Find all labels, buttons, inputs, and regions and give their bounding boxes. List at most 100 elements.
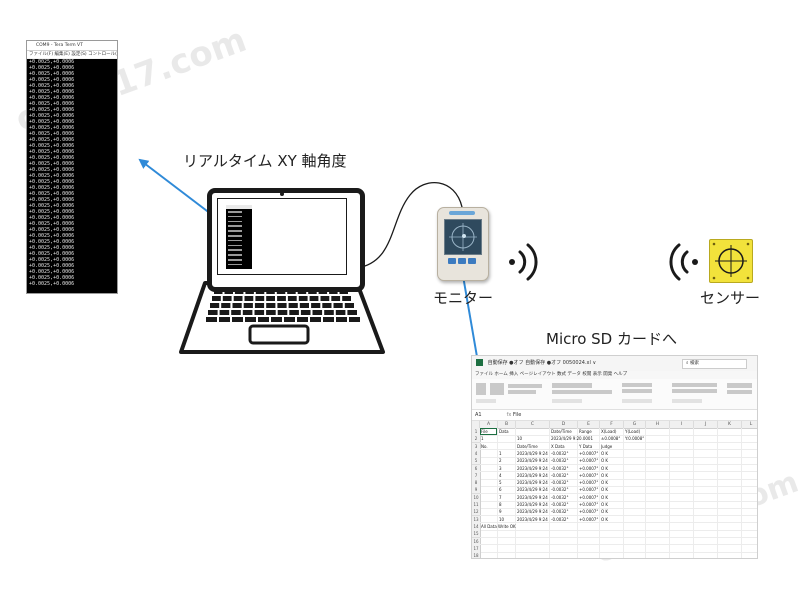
table-cell[interactable]: -0.0032°: [551, 487, 569, 493]
table-cell[interactable]: 3: [499, 465, 502, 471]
table-cell[interactable]: O K: [601, 487, 609, 493]
column-header[interactable]: G: [624, 421, 646, 429]
mini-terminal-line: [228, 235, 242, 237]
keyboard-key: [323, 317, 334, 322]
column-header[interactable]: D: [550, 421, 578, 429]
column-header[interactable]: F: [600, 421, 624, 429]
table-cell[interactable]: O K: [601, 465, 609, 471]
table-cell[interactable]: -0.0032°: [551, 502, 569, 507]
table-cell[interactable]: -0.0032°: [551, 516, 569, 522]
table-cell[interactable]: Y Data: [579, 443, 593, 449]
table-cell[interactable]: +0.0007°: [579, 458, 599, 464]
table-cell[interactable]: +0.0007°: [579, 450, 599, 456]
table-cell[interactable]: +0.0007°: [579, 480, 599, 486]
table-cell[interactable]: Y:0.0008°: [625, 436, 645, 442]
column-header[interactable]: J: [694, 421, 718, 429]
table-cell[interactable]: Date/Time: [517, 443, 538, 449]
table-cell[interactable]: 8: [499, 502, 502, 507]
mini-terminal-line: [228, 254, 242, 256]
table-cell[interactable]: Data: [499, 429, 509, 434]
table-cell[interactable]: 2023/4/29 9:24: [517, 458, 548, 464]
table-cell[interactable]: O K: [601, 458, 609, 464]
table-cell[interactable]: 7: [499, 494, 502, 500]
grid-line: [480, 442, 757, 444]
table-cell[interactable]: 2023/4/29 9:24: [517, 472, 548, 478]
table-cell[interactable]: 2: [499, 458, 502, 464]
table-cell[interactable]: All Data Write OK: [481, 523, 516, 529]
table-cell[interactable]: -0.0032°: [551, 494, 569, 500]
mini-terminal-line: [228, 263, 242, 266]
table-cell[interactable]: Range: [579, 429, 592, 434]
table-cell[interactable]: Y(Load): [625, 429, 641, 434]
column-header[interactable]: H: [646, 421, 670, 429]
table-cell[interactable]: No.: [481, 443, 488, 449]
table-cell[interactable]: 10: [517, 436, 523, 442]
table-cell[interactable]: -0.0032°: [551, 509, 569, 515]
table-cell[interactable]: +0.0007°: [579, 516, 599, 522]
table-cell[interactable]: 2023/4/29 9:24: [517, 480, 548, 486]
terminal-line: +0.0025,+0.0006: [29, 71, 75, 77]
row-header[interactable]: 18: [472, 552, 481, 558]
table-cell[interactable]: File: [481, 429, 488, 434]
table-cell[interactable]: X(Load): [601, 429, 617, 434]
grid-line: [480, 522, 757, 524]
table-cell[interactable]: Judge: [601, 443, 613, 449]
table-cell[interactable]: Date/Time: [551, 429, 572, 434]
keyboard-key: [299, 303, 309, 308]
table-cell[interactable]: 2023/4/29 9:24: [551, 436, 579, 442]
table-cell[interactable]: 2023/4/29 9:24: [517, 465, 548, 471]
selected-cell[interactable]: [480, 428, 497, 436]
table-cell[interactable]: 5: [499, 480, 502, 486]
column-header[interactable]: I: [670, 421, 694, 429]
keyboard-key: [210, 303, 220, 308]
table-cell[interactable]: +0.0007°: [579, 472, 599, 478]
table-cell[interactable]: +0.0007°: [579, 502, 599, 507]
table-cell[interactable]: -0.0032°: [551, 472, 569, 478]
table-cell[interactable]: 0.0001: [579, 436, 593, 442]
column-header[interactable]: C: [516, 421, 550, 429]
table-cell[interactable]: O K: [601, 516, 609, 522]
table-cell[interactable]: 2023/4/29 9:24: [517, 509, 548, 515]
table-cell[interactable]: +0.0007°: [579, 465, 599, 471]
table-cell[interactable]: O K: [601, 480, 609, 486]
table-cell[interactable]: +0.0007°: [579, 509, 599, 515]
table-cell[interactable]: +0.0007°: [579, 494, 599, 500]
table-cell[interactable]: O K: [601, 472, 609, 478]
table-cell[interactable]: 2023/4/29 9:24: [517, 494, 548, 500]
table-cell[interactable]: 9: [499, 509, 502, 515]
table-cell[interactable]: 4: [499, 472, 502, 478]
table-cell[interactable]: 2023/4/29 9:24: [517, 502, 548, 507]
terminal-line: +0.0025,+0.0006: [29, 215, 75, 221]
table-cell[interactable]: 10: [499, 516, 505, 522]
column-header[interactable]: L: [742, 421, 757, 429]
table-cell[interactable]: 6: [499, 487, 502, 493]
table-cell[interactable]: X Data: [551, 443, 565, 449]
column-header[interactable]: E: [578, 421, 600, 429]
column-header[interactable]: B: [498, 421, 516, 429]
terminal-line: +0.0025,+0.0006: [29, 155, 75, 161]
table-cell[interactable]: O K: [601, 502, 609, 507]
keyboard-key: [255, 296, 265, 301]
table-cell[interactable]: -0.0032°: [551, 450, 569, 456]
table-cell[interactable]: +0.0007°: [579, 487, 599, 493]
table-cell[interactable]: O K: [601, 509, 609, 515]
table-cell[interactable]: -0.0032°: [551, 465, 569, 471]
table-cell[interactable]: 2023/4/29 9:24: [517, 487, 548, 493]
table-cell[interactable]: 1: [499, 450, 502, 456]
table-cell[interactable]: O K: [601, 494, 609, 500]
table-cell[interactable]: O K: [601, 450, 609, 456]
table-cell[interactable]: -0.0032°: [551, 480, 569, 486]
keyboard-key: [322, 303, 332, 308]
terminal-line: +0.0025,+0.0006: [29, 239, 75, 245]
table-cell[interactable]: -0.0032°: [551, 458, 569, 464]
table-cell[interactable]: 2023/4/29 9:24: [517, 450, 548, 456]
table-cell[interactable]: 1: [481, 436, 484, 442]
keyboard-key: [212, 296, 221, 301]
column-header[interactable]: K: [718, 421, 742, 429]
terminal-line: +0.0025,+0.0006: [29, 209, 75, 215]
grid-line: [480, 493, 757, 495]
keyboard-key: [310, 317, 321, 322]
table-cell[interactable]: 2023/4/29 9:24: [517, 516, 548, 522]
table-cell[interactable]: ±0.0008°: [601, 436, 621, 442]
keyboard-key: [208, 310, 218, 315]
